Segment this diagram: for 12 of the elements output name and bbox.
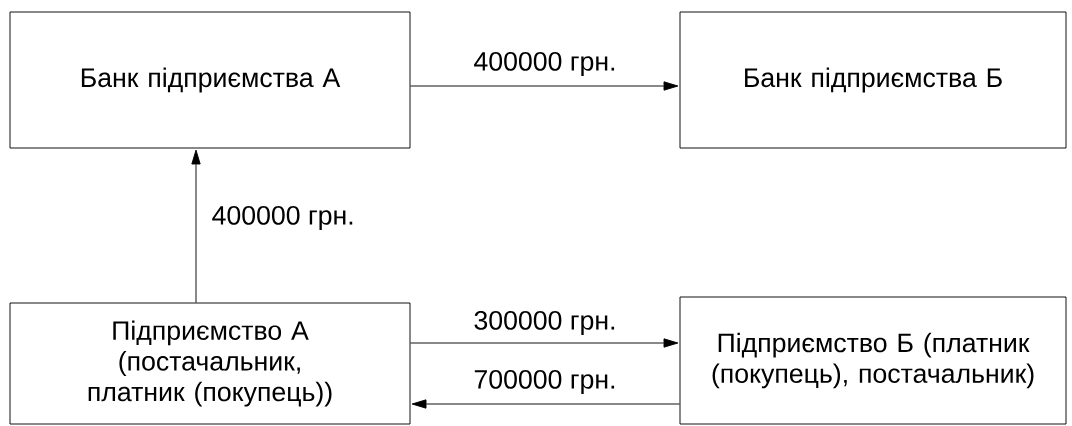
process-box: Підприємство Б (платник (покупець), постачальник): [679, 296, 1067, 425]
arrow: [191, 149, 201, 303]
edge-label: 700000 грн.: [474, 369, 615, 395]
arrow: [410, 338, 679, 348]
arrow: [410, 81, 679, 91]
arrow: [411, 399, 680, 409]
edge-label: 400000 грн.: [212, 205, 353, 231]
edge-label: 400000 грн.: [474, 51, 615, 77]
process-box: Банк підприємства Б: [679, 11, 1067, 149]
process-box: Підприємство А (постачальник, платник (покупець)): [9, 302, 411, 425]
edge-label: 300000 грн.: [474, 310, 615, 336]
process-box: Банк підприємства А: [9, 11, 411, 149]
